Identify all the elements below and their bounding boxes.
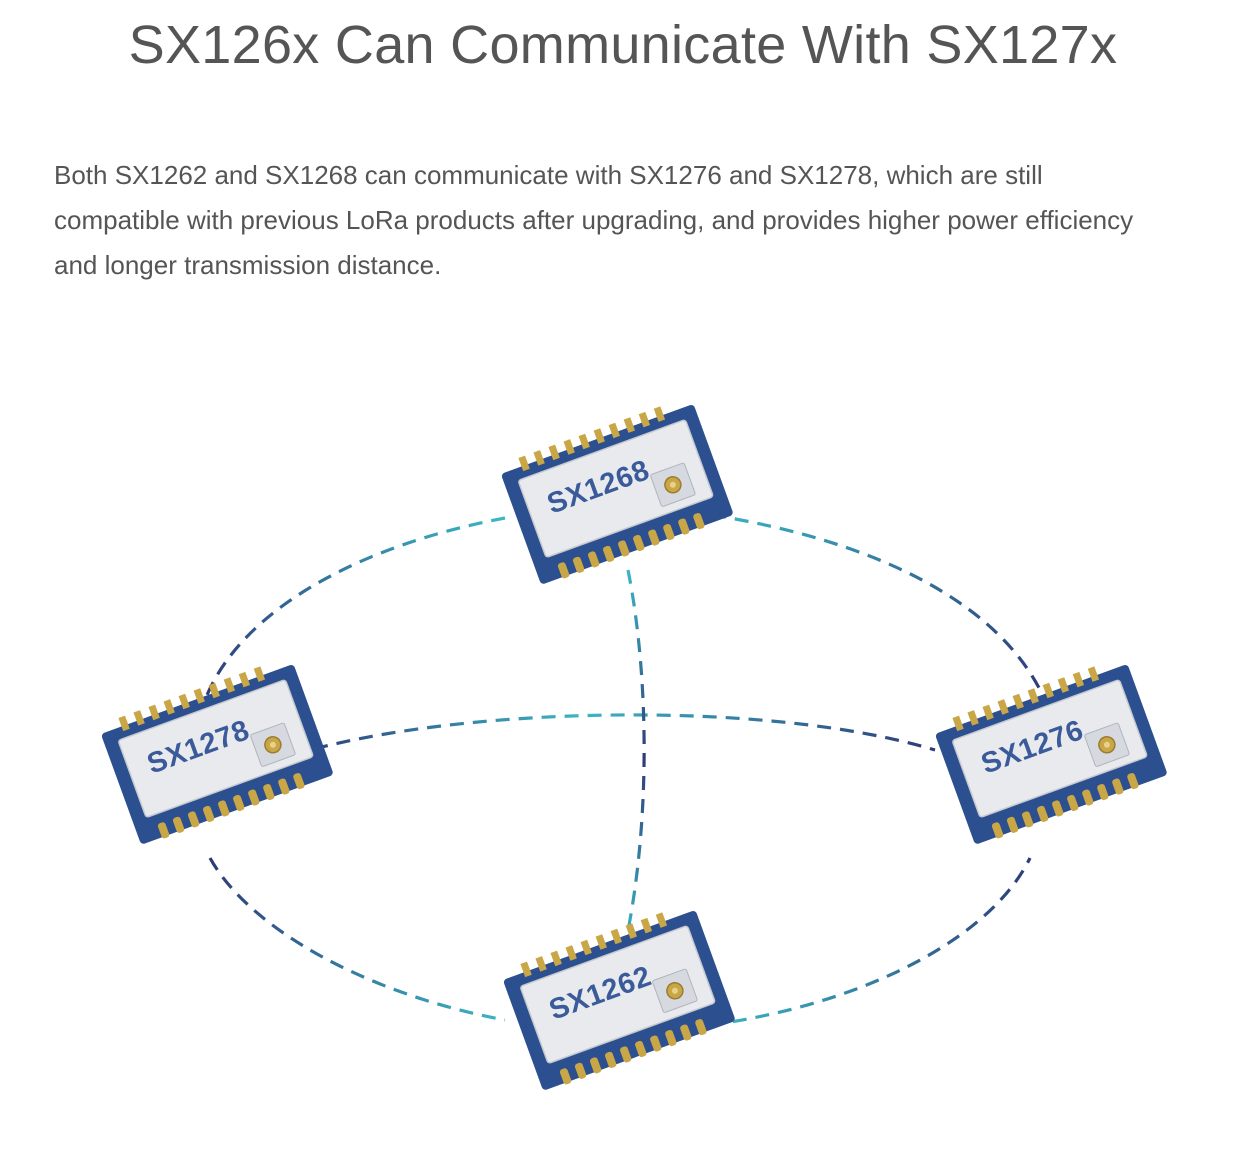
link-sx1268-sx1276 <box>711 513 1047 701</box>
chip-sx1276: SX1276 <box>935 664 1167 844</box>
link-sx1276-sx1262 <box>709 857 1032 1027</box>
link-sx1278-sx1276 <box>291 713 936 757</box>
chip-sx1268: SX1268 <box>501 404 733 584</box>
chip-sx1278: SX1278 <box>101 664 333 844</box>
link-sx1268-sx1278 <box>203 516 506 701</box>
link-sx1268-sx1262 <box>623 569 646 946</box>
description-text: Both SX1262 and SX1268 can communicate w… <box>54 160 1134 280</box>
page-title: SX126x Can Communicate With SX127x <box>128 15 1118 75</box>
chip-sx1262: SX1262 <box>503 910 735 1090</box>
link-sx1278-sx1262 <box>208 857 506 1022</box>
